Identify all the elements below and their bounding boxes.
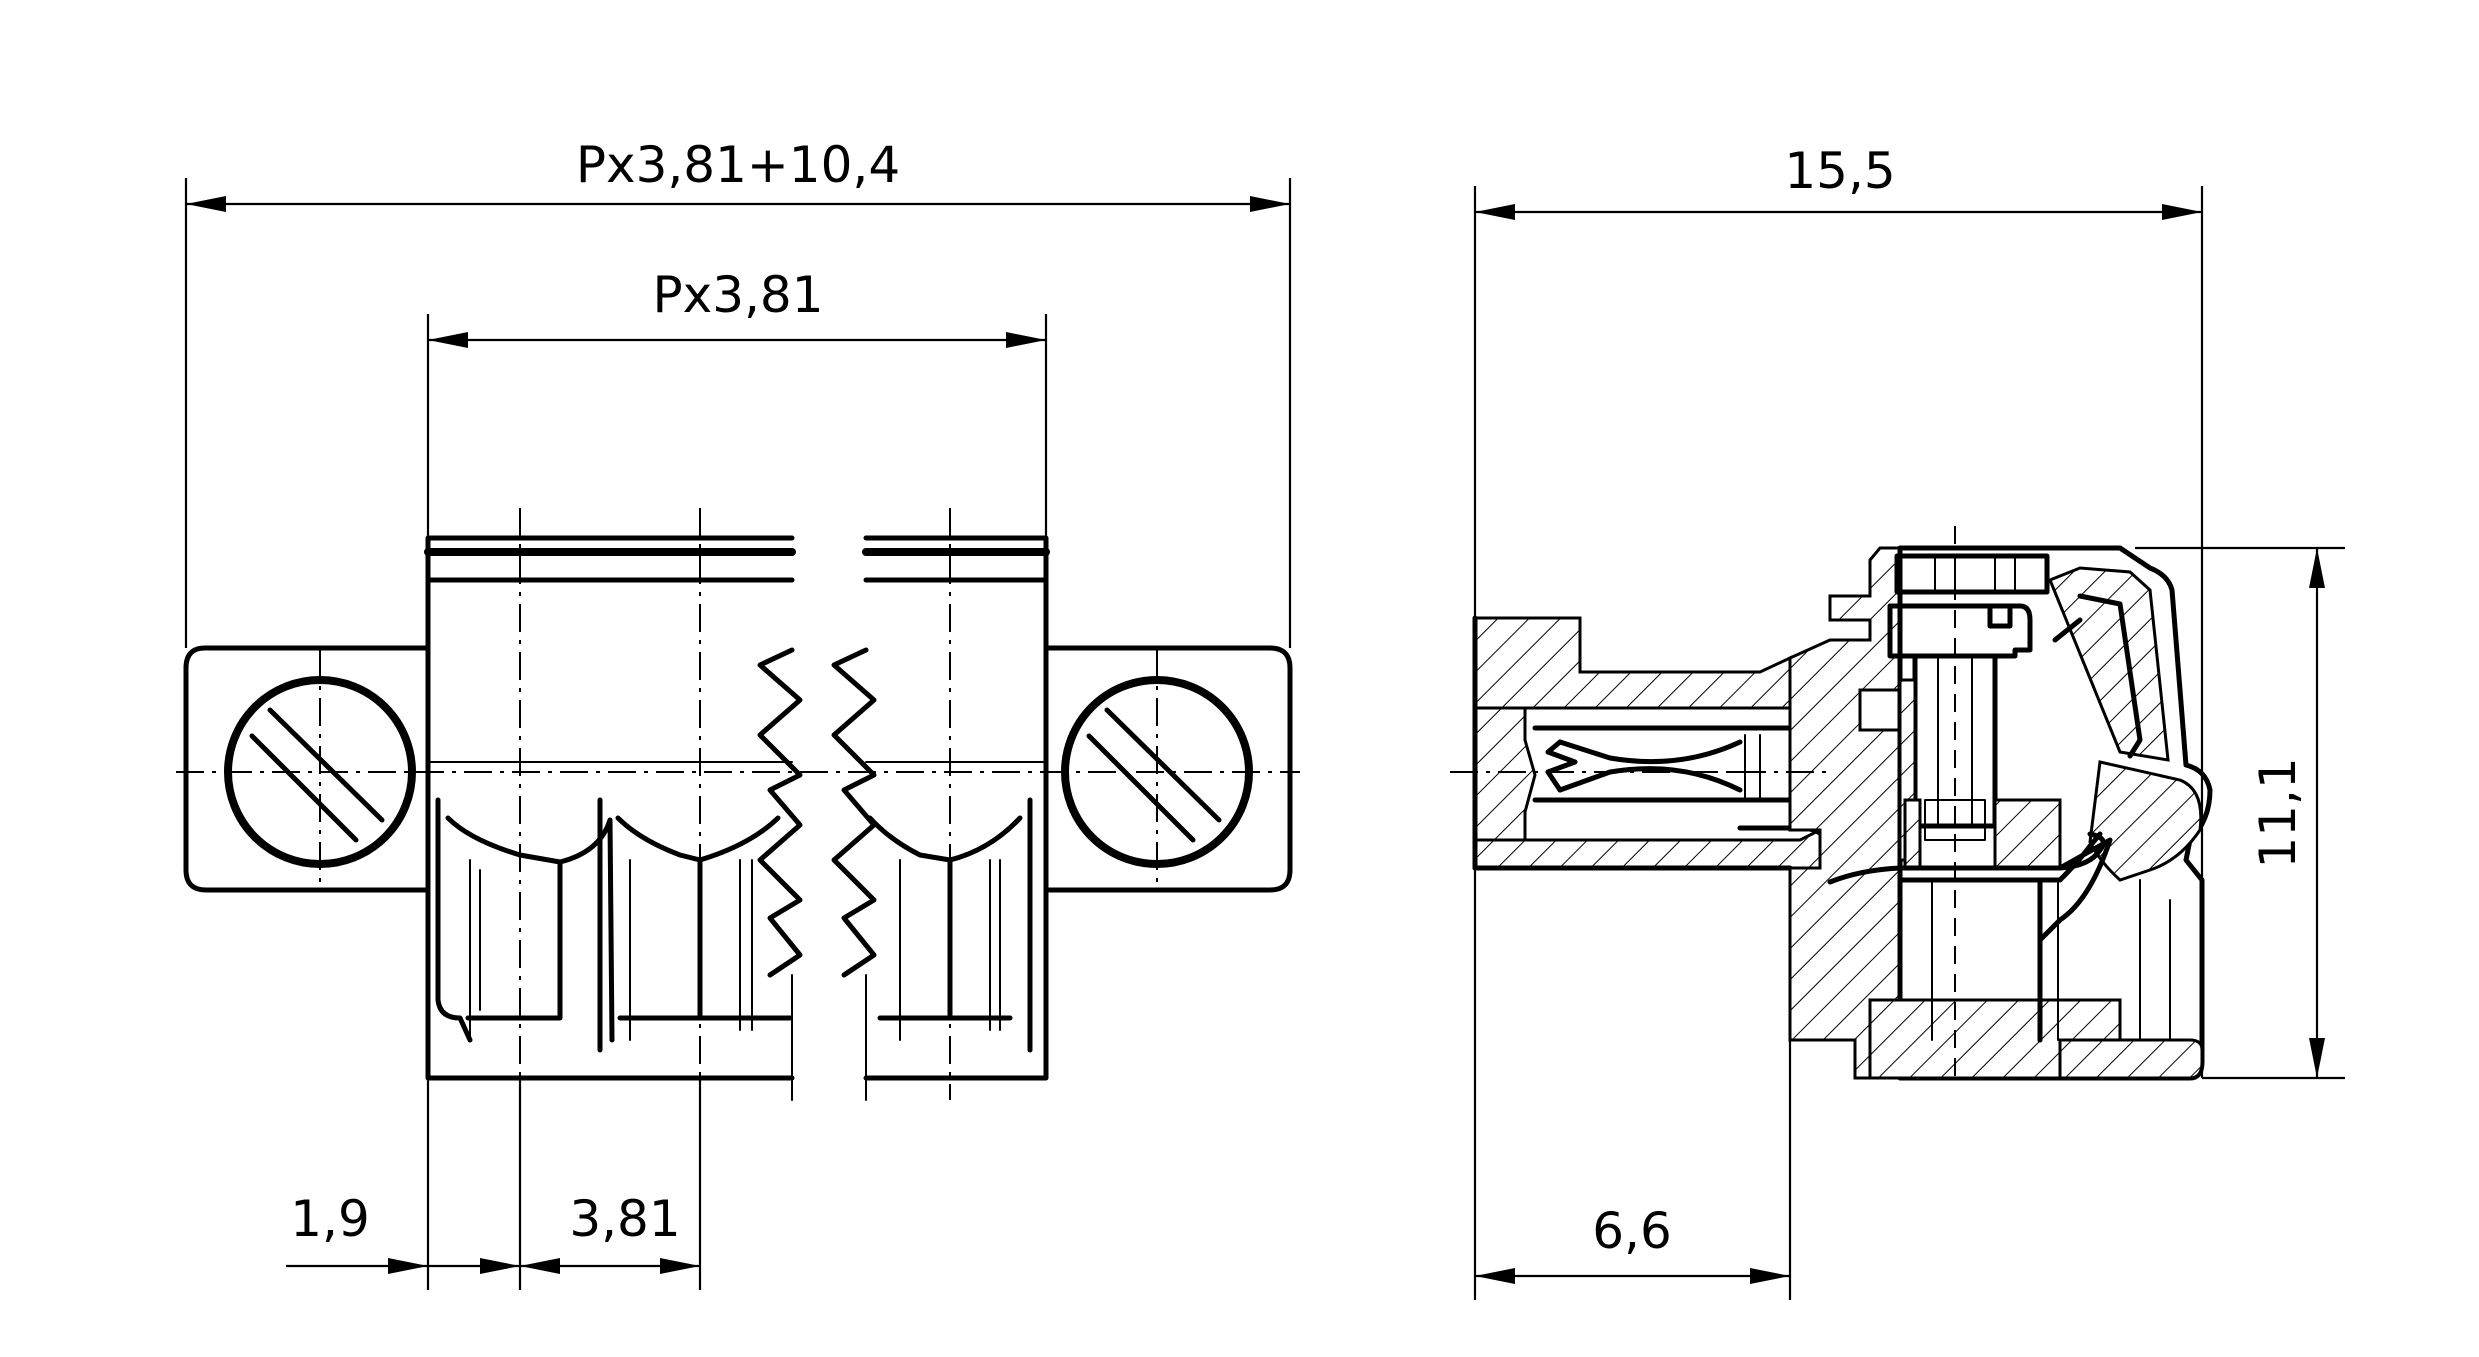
clamp-spring — [1827, 831, 2113, 1043]
wire-entry-1 — [435, 797, 615, 1053]
overall-width-label: Px3,81+10,4 — [576, 136, 900, 194]
plug-nose — [1473, 616, 1792, 710]
wire-entry-2 — [615, 815, 793, 1041]
break-line-left — [757, 647, 803, 978]
edge-offset-label: 1,9 — [290, 1190, 370, 1248]
right-flange — [1043, 645, 1293, 893]
height-label: 11,1 — [2249, 757, 2307, 868]
pin-offset-label: 6,6 — [1592, 1202, 1672, 1260]
housing-right-part — [863, 535, 1049, 1081]
side-view: 15,5 11,1 6,6 — [1450, 142, 2345, 1300]
pitch-label: 3,81 — [569, 1190, 680, 1248]
break-line-right — [831, 647, 877, 978]
pitch-span-label: Px3,81 — [652, 266, 823, 324]
front-view: Px3,81+10,4 Px3,81 1,9 3,81 — [176, 136, 1300, 1290]
left-flange — [183, 645, 431, 893]
housing-left-part — [425, 535, 795, 1081]
depth-label: 15,5 — [1784, 142, 1895, 200]
wire-entry-3 — [867, 797, 1033, 1053]
